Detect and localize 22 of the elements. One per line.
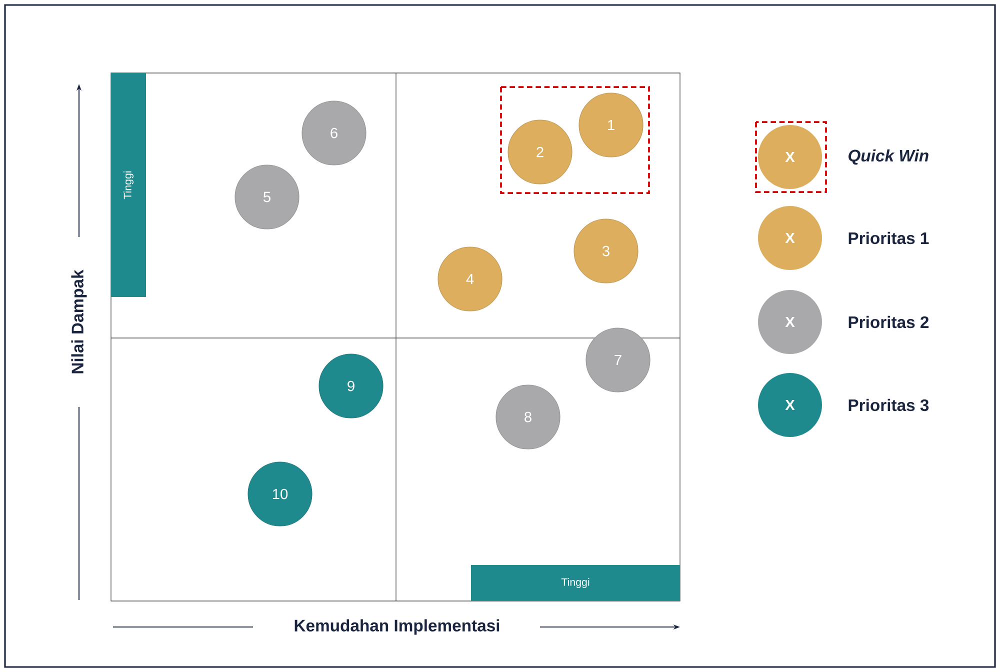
bubble: 5 [234,164,300,230]
axis-title: Nilai Dampak [71,270,87,374]
bubble: 6 [302,100,366,166]
bubble: 1 [578,92,644,158]
bubble: 4 [438,246,502,312]
bubble: 10 [248,462,312,526]
bubble: 3 [574,218,638,284]
legend-label: Prioritas 1 [848,232,929,244]
bubble: 2 [508,120,572,184]
legend-label: Quick Win [848,149,928,165]
bubble: 7 [586,328,650,392]
legend-label: Prioritas 2 [848,316,929,328]
bubble: 9 [318,354,384,418]
high-bar: Tinggi [471,565,680,601]
swatch-letter: X [785,316,795,328]
high-bar: Tinggi [111,73,146,297]
axis-title: Kemudahan Implementasi [294,619,500,635]
legend-label: Prioritas 3 [848,398,929,412]
bubble: 8 [496,384,560,450]
swatch-letter: X [785,152,795,162]
swatch-letter: X [785,400,795,410]
swatch-letter: X [785,232,795,244]
